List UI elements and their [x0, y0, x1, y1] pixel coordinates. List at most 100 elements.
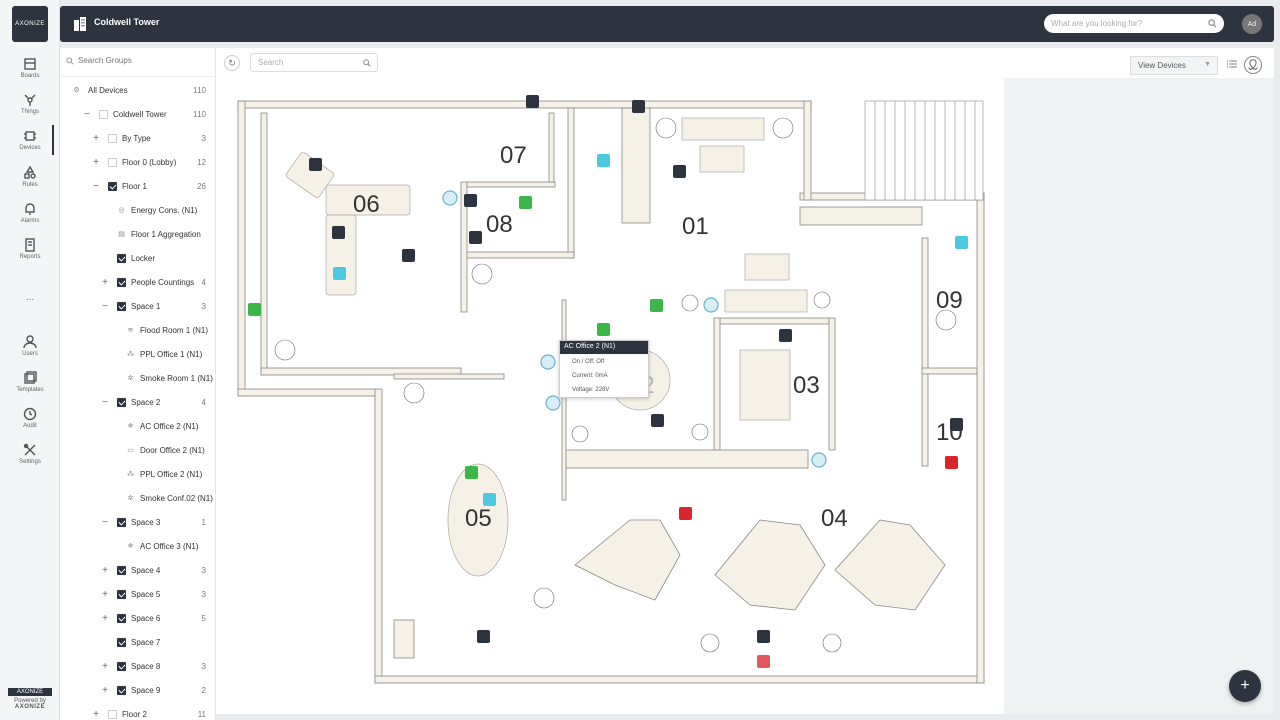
device-search-placeholder: Search — [258, 58, 284, 67]
tree-toggle-icon[interactable]: + — [102, 276, 108, 288]
add-button[interactable]: + — [1229, 670, 1261, 702]
rail-item-users[interactable]: Users — [0, 335, 60, 367]
view-devices-select[interactable]: View Devices ▼ — [1130, 56, 1218, 75]
tree-toggle-icon[interactable]: + — [93, 132, 99, 144]
refresh-button[interactable]: ↻ — [224, 55, 240, 71]
tree-toggle-icon[interactable]: + — [93, 156, 99, 168]
tree-row[interactable]: ◎Energy Cons. (N1) — [60, 200, 215, 220]
tree-row[interactable]: ❄AC Office 2 (N1) — [60, 416, 215, 436]
tree-checkbox[interactable] — [108, 157, 117, 167]
tree-row[interactable]: ✲Smoke Room 1 (N1) — [60, 368, 215, 388]
ppl-icon: ⁂ — [127, 350, 134, 358]
more-icon[interactable]: ... — [25, 292, 35, 303]
tree-checkbox[interactable] — [117, 637, 126, 647]
tree-toggle-icon[interactable]: + — [102, 684, 108, 696]
tree-count: 5 — [201, 613, 206, 623]
tree-checkbox[interactable] — [117, 301, 126, 311]
tree-count: 11 — [197, 709, 206, 719]
tree-row[interactable]: Space 7 — [60, 632, 215, 652]
gear-icon: ⚙ — [73, 86, 80, 94]
tree-checkbox[interactable] — [99, 109, 108, 119]
rail-item-settings[interactable]: Settings — [0, 443, 60, 475]
tree-toggle-icon[interactable]: + — [102, 612, 108, 624]
list-view-icon[interactable] — [1226, 58, 1238, 70]
device-search-input[interactable]: Search — [250, 53, 378, 72]
rail-item-reports[interactable]: Reports — [0, 238, 60, 270]
global-search-input[interactable]: What are you looking for? — [1044, 14, 1224, 33]
tree-checkbox[interactable] — [117, 589, 126, 599]
tree-toggle-icon[interactable]: − — [84, 108, 90, 120]
floor-map-icon[interactable] — [1244, 56, 1262, 74]
tree-toggle-icon[interactable]: + — [102, 564, 108, 576]
top-bar: Coldwell Tower What are you looking for?… — [60, 6, 1274, 42]
tree-count: 4 — [201, 397, 206, 407]
tree-label: Door Office 2 (N1) — [140, 445, 205, 455]
rail-item-boards[interactable]: Boards — [0, 57, 60, 89]
rail-item-label: Reports — [19, 254, 41, 260]
device-tooltip: AC Office 2 (N1) On / Off: Off Current: … — [559, 340, 649, 398]
tree-row[interactable]: ❄AC Office 3 (N1) — [60, 536, 215, 556]
user-icon — [23, 335, 37, 349]
tree-row[interactable]: ⁂PPL Office 2 (N1) — [60, 464, 215, 484]
rail-item-devices[interactable]: Devices — [0, 125, 60, 161]
tree-row[interactable]: +Floor 0 (Lobby)12 — [60, 152, 215, 172]
rail-item-alarms[interactable]: Alarms — [0, 202, 60, 234]
tree-count: 3 — [201, 565, 206, 575]
tree-checkbox[interactable] — [117, 253, 126, 263]
tree-label: Space 5 — [131, 589, 161, 599]
rail-item-templates[interactable]: Templates — [0, 371, 60, 403]
tree-checkbox[interactable] — [117, 613, 126, 623]
group-search-input[interactable]: Search Groups — [66, 56, 132, 65]
rail-item-label: Audit — [23, 423, 37, 429]
rail-item-label: Templates — [16, 387, 44, 393]
tree-row[interactable]: Locker — [60, 248, 215, 268]
tree-checkbox[interactable] — [108, 133, 117, 143]
tree-label: Space 7 — [131, 637, 161, 647]
smoke-icon: ✲ — [127, 494, 134, 502]
rail-item-rules[interactable]: Rules — [0, 166, 60, 198]
tree-toggle-icon[interactable]: − — [102, 300, 108, 312]
user-avatar[interactable]: Ad — [1242, 14, 1262, 34]
rail-item-audit[interactable]: Audit — [0, 407, 60, 439]
tree-checkbox[interactable] — [108, 709, 117, 719]
tree-checkbox[interactable] — [117, 517, 126, 527]
tree-checkbox[interactable] — [117, 277, 126, 287]
tree-row[interactable]: ▭Door Office 2 (N1) — [60, 440, 215, 460]
tree-row[interactable]: ≋Flood Room 1 (N1) — [60, 320, 215, 340]
app-logo[interactable]: AXONIZE — [12, 6, 48, 42]
tree-toggle-icon[interactable]: − — [93, 180, 99, 192]
tree-checkbox[interactable] — [117, 397, 126, 407]
tree-toggle-icon[interactable]: + — [102, 588, 108, 600]
tree-toggle-icon[interactable]: − — [102, 396, 108, 408]
tree-row[interactable]: ⁂PPL Office 1 (N1) — [60, 344, 215, 364]
tree-toggle-icon[interactable]: + — [102, 660, 108, 672]
tree-row[interactable]: ▤Floor 1 Aggregation — [60, 224, 215, 244]
tree-row[interactable]: ✲Smoke Conf.02 (N1) — [60, 488, 215, 508]
tree-checkbox[interactable] — [117, 685, 126, 695]
tree-checkbox[interactable] — [108, 181, 117, 191]
rail-item-things[interactable]: Things — [0, 93, 60, 125]
search-icon — [1208, 19, 1217, 28]
building-title: Coldwell Tower — [94, 17, 160, 27]
smoke-icon: ✲ — [127, 374, 134, 382]
tree-label: Space 8 — [131, 661, 161, 671]
tree-checkbox[interactable] — [117, 661, 126, 671]
tree-checkbox[interactable] — [117, 565, 126, 575]
powered-logo: AXONIZE — [8, 688, 52, 696]
tree-toggle-icon[interactable]: − — [102, 516, 108, 528]
tree-toggle-icon[interactable]: + — [93, 708, 99, 720]
